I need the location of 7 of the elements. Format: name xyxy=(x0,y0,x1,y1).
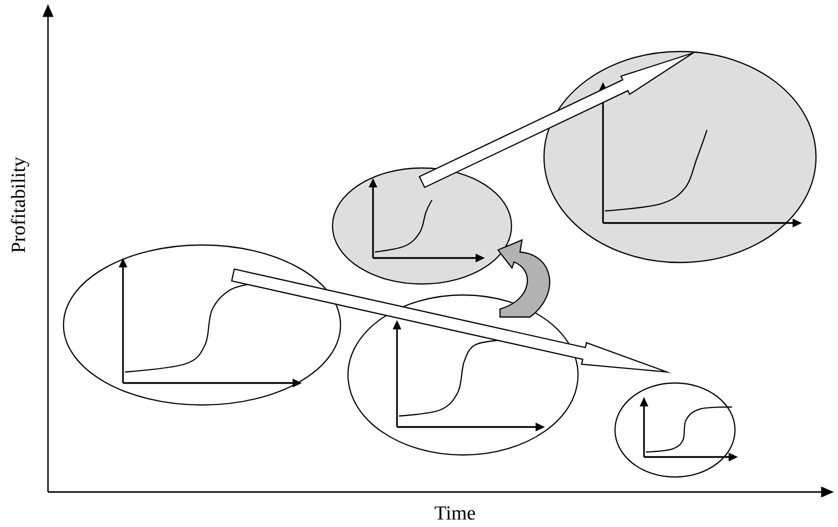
ellipse xyxy=(62,244,342,406)
dotted-ellipse xyxy=(332,167,512,285)
dotted-ellipse xyxy=(543,50,817,264)
ellipse xyxy=(614,382,736,478)
curved-arrow xyxy=(497,239,550,318)
axis-label: Profitability xyxy=(10,156,30,253)
axis-label: Time xyxy=(434,506,475,520)
